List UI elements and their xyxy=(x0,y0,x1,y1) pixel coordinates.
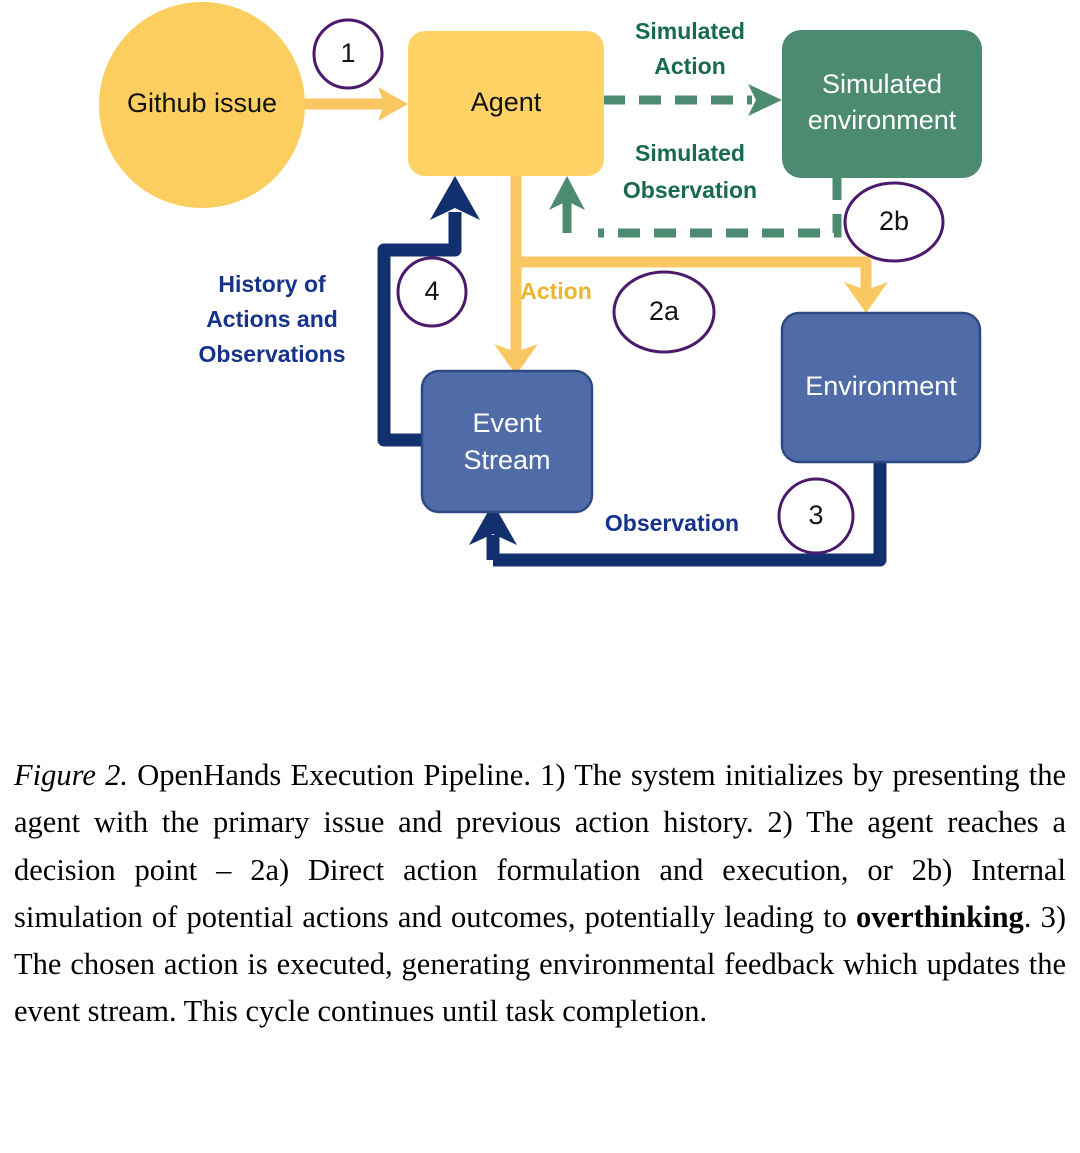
edge-simulated-action xyxy=(603,84,782,116)
figure-diagram: Github issue Agent Simulated environment… xyxy=(99,2,982,567)
node-github-issue[interactable]: Github issue xyxy=(99,2,305,208)
simulated-environment-label-line2: environment xyxy=(808,105,957,135)
history-line3: Observations xyxy=(199,341,346,367)
simulated-action-line2: Action xyxy=(654,53,726,79)
badge-step-3[interactable]: 3 xyxy=(777,477,855,555)
agent-label: Agent xyxy=(471,87,542,117)
event-stream-label-line1: Event xyxy=(472,408,542,438)
node-environment[interactable]: Environment xyxy=(780,311,982,464)
label-action: Action xyxy=(520,278,592,304)
simulated-observation-line2: Observation xyxy=(623,177,757,203)
badge-step-1[interactable]: 1 xyxy=(312,18,384,90)
badge-step-1-number: 1 xyxy=(340,38,355,68)
event-stream-label-line2: Stream xyxy=(463,445,550,475)
edge-simulated-observation xyxy=(549,176,842,238)
badge-step-2a-number: 2a xyxy=(649,296,680,326)
simulated-environment-label-line1: Simulated xyxy=(822,69,942,99)
badge-step-2b[interactable]: 2b xyxy=(843,181,945,263)
edge-history xyxy=(377,176,480,447)
label-simulated-action: Simulated Action xyxy=(635,18,745,79)
label-history: History of Actions and Observations xyxy=(199,271,346,367)
edge-agent-action-split xyxy=(494,175,888,375)
badge-step-2a[interactable]: 2a xyxy=(612,270,716,354)
environment-label: Environment xyxy=(805,371,957,401)
simulated-action-line1: Simulated xyxy=(635,18,745,44)
github-issue-label: Github issue xyxy=(127,88,277,118)
caption-bold-word: overthinking xyxy=(856,899,1024,934)
edge-observation xyxy=(469,462,887,567)
badge-step-4-number: 4 xyxy=(424,276,439,306)
pipeline-diagram-svg: Github issue Agent Simulated environment… xyxy=(99,2,982,567)
history-line1: History of xyxy=(218,271,326,297)
simulated-observation-line1: Simulated xyxy=(635,140,745,166)
label-observation: Observation xyxy=(605,510,739,536)
badge-step-4[interactable]: 4 xyxy=(396,256,468,328)
figure-caption: Figure 2. OpenHands Execution Pipeline. … xyxy=(14,752,1066,1036)
caption-text-part1: OpenHands Execution Pipeline. 1) The sys… xyxy=(14,758,1066,934)
node-agent[interactable]: Agent xyxy=(408,31,604,176)
caption-figure-number: Figure 2. xyxy=(14,758,128,792)
badge-step-3-number: 3 xyxy=(808,500,823,530)
badge-step-2b-number: 2b xyxy=(879,206,909,236)
caption-text-part2: . 3) The chosen action is executed, gene… xyxy=(14,899,1066,1029)
node-simulated-environment[interactable]: Simulated environment xyxy=(782,30,982,178)
label-simulated-observation: Simulated Observation xyxy=(623,140,757,203)
node-event-stream[interactable]: Event Stream xyxy=(420,369,594,514)
edge-issue-to-agent xyxy=(300,87,408,121)
history-line2: Actions and xyxy=(206,306,338,332)
